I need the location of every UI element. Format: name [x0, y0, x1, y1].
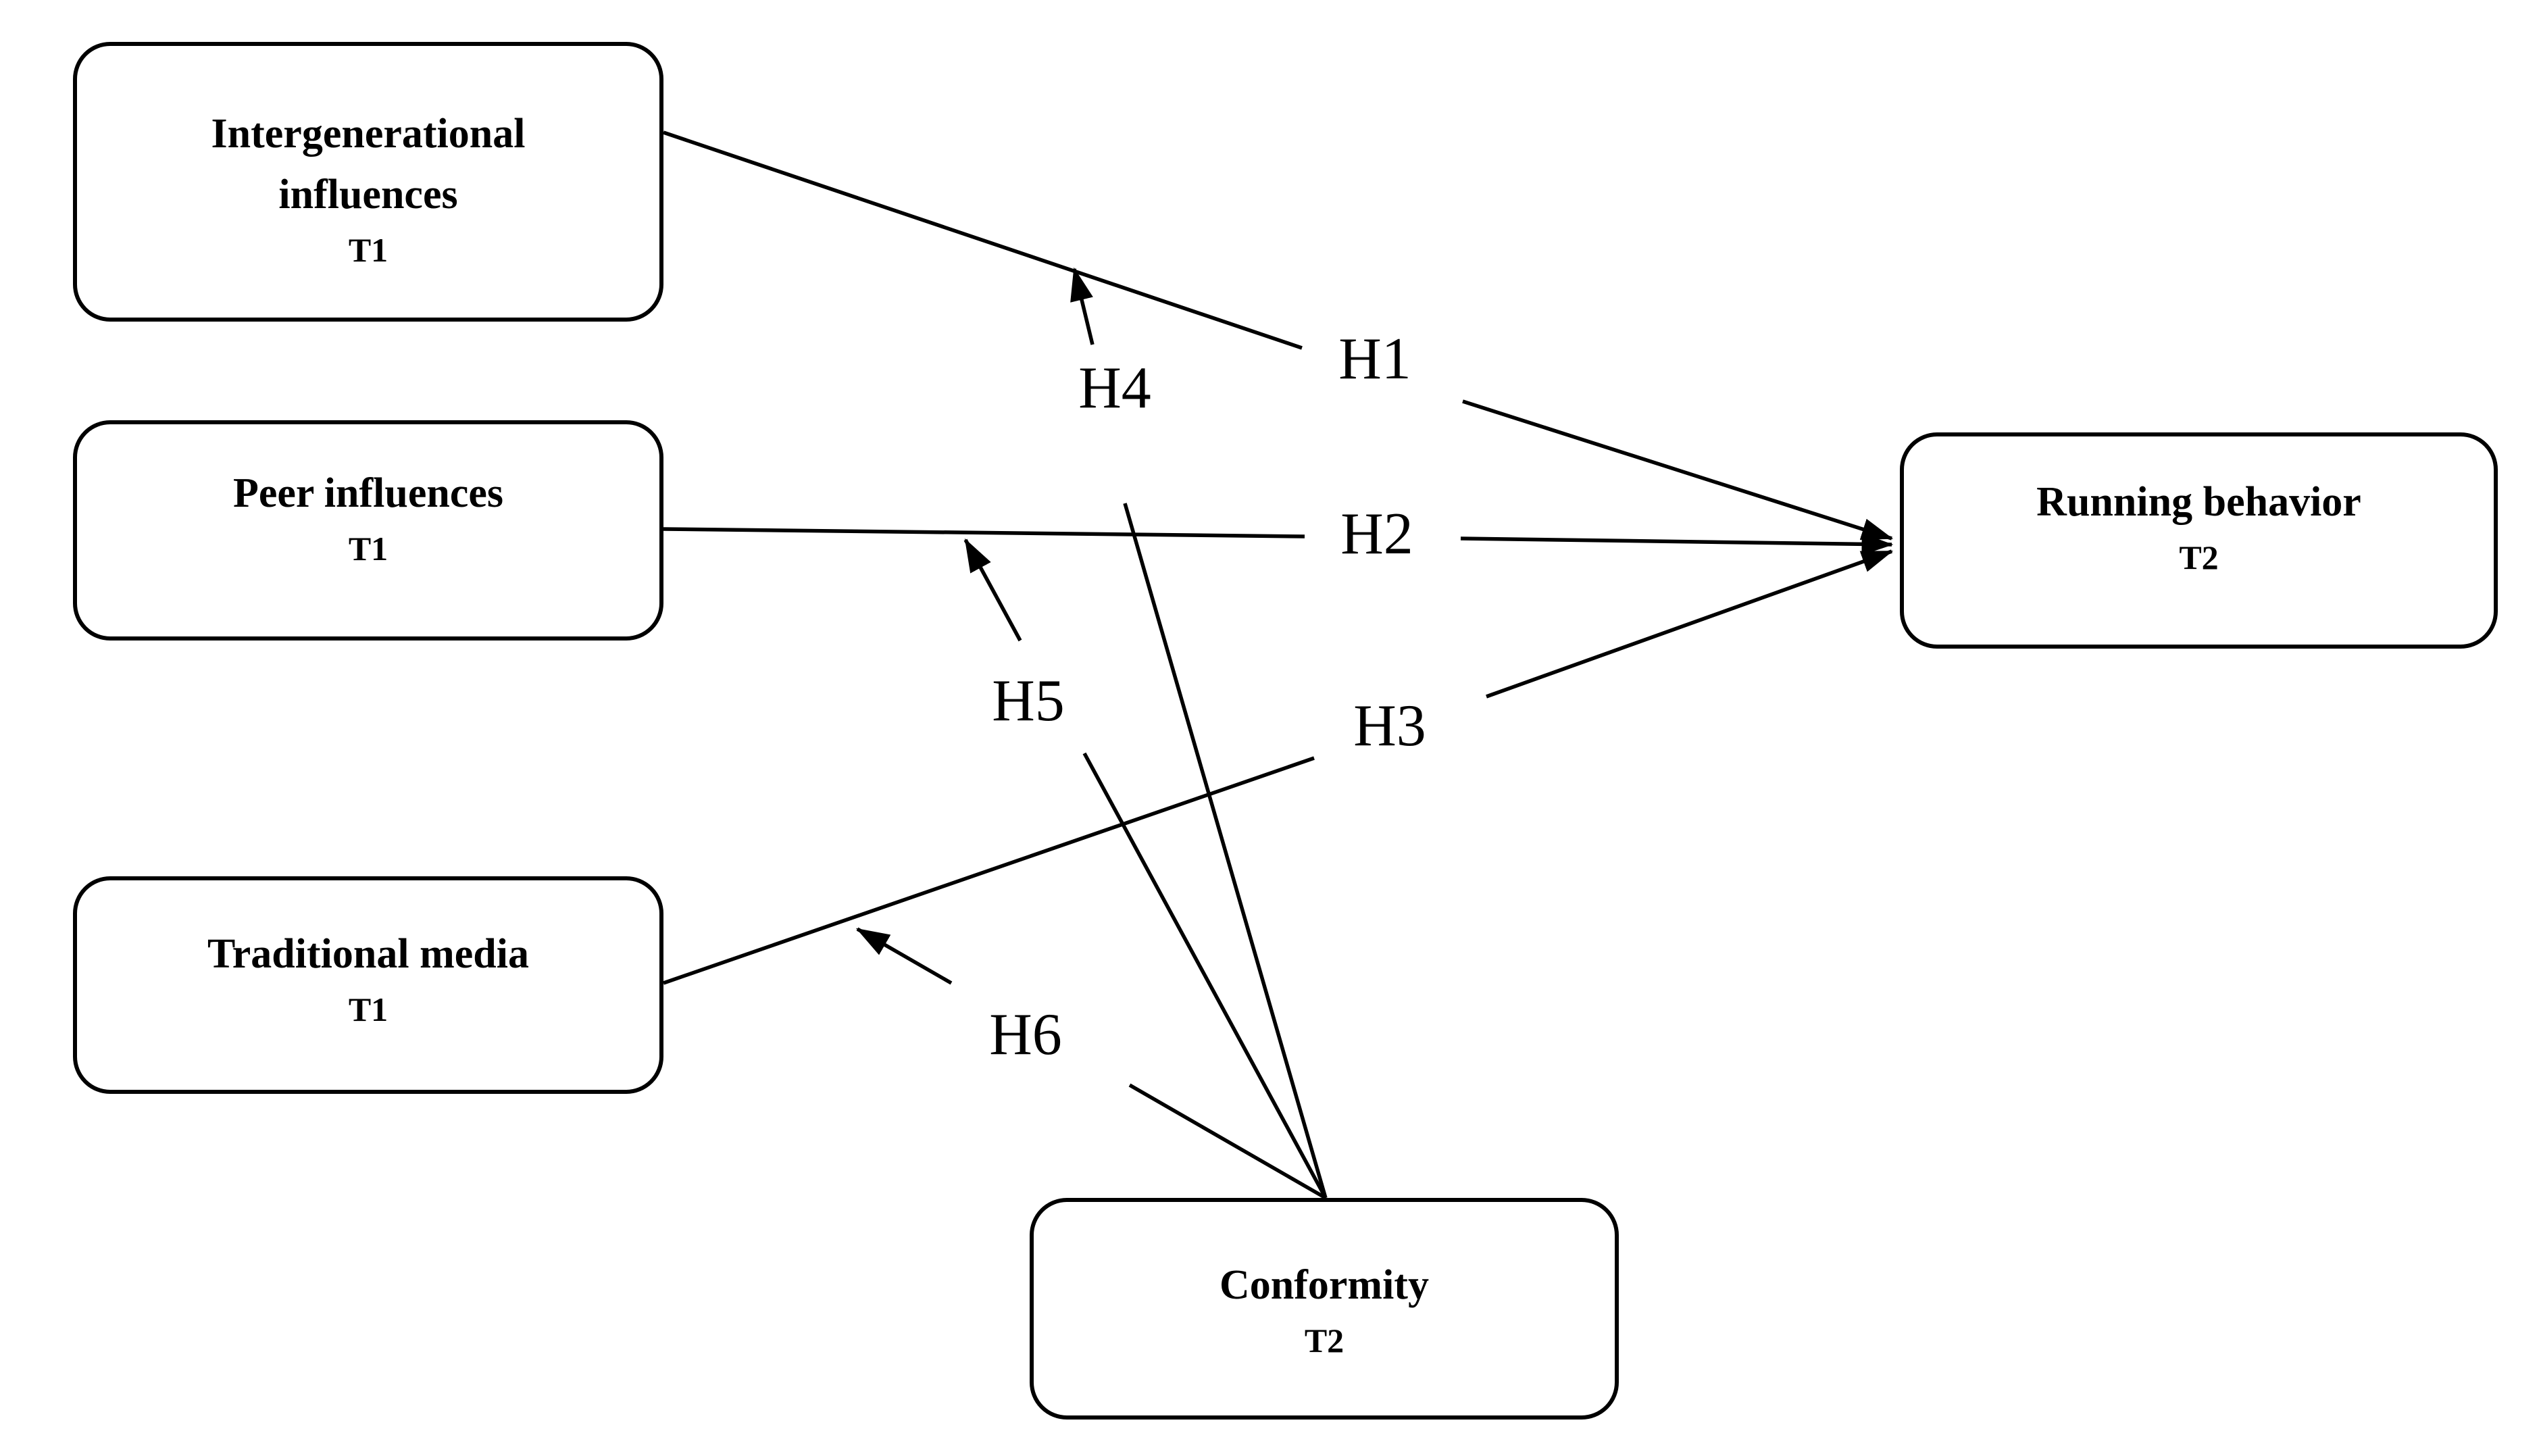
node-traditional-media: Traditional media T1 — [73, 876, 663, 1094]
node-title: Peer influences — [232, 470, 504, 516]
h3-arrow — [663, 549, 1894, 985]
h4-line-segment — [1070, 267, 1095, 345]
node-time-label: T1 — [348, 990, 388, 1028]
h6-moderation-arrow — [855, 927, 1327, 1200]
path-label-h5: H5 — [985, 670, 1072, 732]
node-intergenerational-influences: Intergenerational influences T1 — [73, 42, 663, 322]
h5-line-segment — [963, 538, 1022, 642]
node-title: Running behavior — [2036, 479, 2361, 525]
node-peer-influences: Peer influences T1 — [73, 420, 663, 641]
node-title: Intergenerational influences — [211, 111, 526, 218]
h3-line-segment — [1486, 549, 1894, 699]
node-running-behavior: Running behavior T2 — [1900, 432, 2498, 649]
node-title: Conformity — [1220, 1262, 1429, 1308]
h2-line-segment — [1460, 533, 1894, 555]
h3-line-segment — [663, 756, 1315, 985]
h2-arrow — [663, 527, 1894, 555]
path-label-h4: H4 — [1072, 357, 1158, 420]
path-label-h2: H2 — [1334, 503, 1420, 566]
h4-line-segment — [1123, 503, 1328, 1199]
node-title: Traditional media — [207, 931, 529, 977]
h1-line-segment — [663, 130, 1303, 350]
h1-arrow — [663, 130, 1894, 541]
path-label-h6: H6 — [982, 1004, 1069, 1066]
h6-line-segment — [855, 927, 953, 985]
h6-line-segment — [1128, 1083, 1327, 1200]
h1-line-segment — [1462, 399, 1894, 541]
h5-moderation-arrow — [963, 538, 1328, 1199]
h4-moderation-arrow — [1070, 267, 1328, 1199]
node-time-label: T2 — [1304, 1321, 1344, 1359]
path-label-h3: H3 — [1347, 695, 1433, 757]
h2-line-segment — [663, 527, 1305, 538]
node-time-label: T1 — [348, 529, 388, 568]
node-conformity: Conformity T2 — [1030, 1198, 1619, 1420]
path-label-h1: H1 — [1332, 328, 1418, 391]
node-time-label: T1 — [348, 230, 388, 269]
node-time-label: T2 — [2179, 538, 2219, 576]
h5-line-segment — [1082, 752, 1328, 1199]
